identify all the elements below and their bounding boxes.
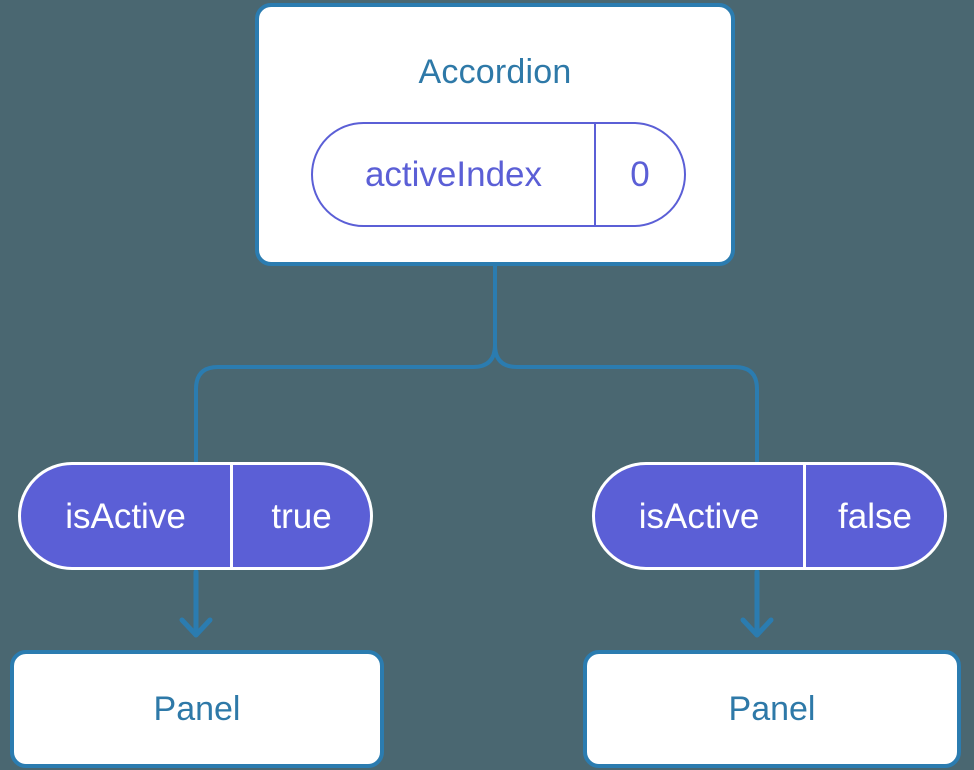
prop-pill-key: isActive	[21, 465, 233, 567]
panel-title: Panel	[153, 690, 241, 728]
arrow-down-icon-right	[740, 569, 774, 638]
arrow-down-icon-left	[179, 569, 213, 638]
prop-pill-isactive-false[interactable]: isActive false	[592, 462, 947, 570]
state-pill-value: 0	[630, 155, 650, 194]
accordion-title: Accordion	[418, 53, 572, 91]
accordion-card[interactable]: Accordion activeIndex 0	[255, 3, 735, 266]
panel-title: Panel	[728, 690, 816, 728]
state-pill-key: activeIndex	[313, 124, 596, 225]
panel-card-right[interactable]: Panel	[583, 650, 961, 768]
prop-pill-value: true	[271, 496, 332, 536]
panel-card-left[interactable]: Panel	[10, 650, 384, 768]
tree-fork-connector	[194, 264, 497, 464]
prop-pill-isactive-true[interactable]: isActive true	[18, 462, 373, 570]
prop-pill-value: false	[838, 496, 912, 536]
prop-pill-key: isActive	[595, 465, 806, 567]
state-pill-activeindex[interactable]: activeIndex 0	[311, 122, 686, 227]
tree-fork-connector-right	[493, 343, 759, 464]
